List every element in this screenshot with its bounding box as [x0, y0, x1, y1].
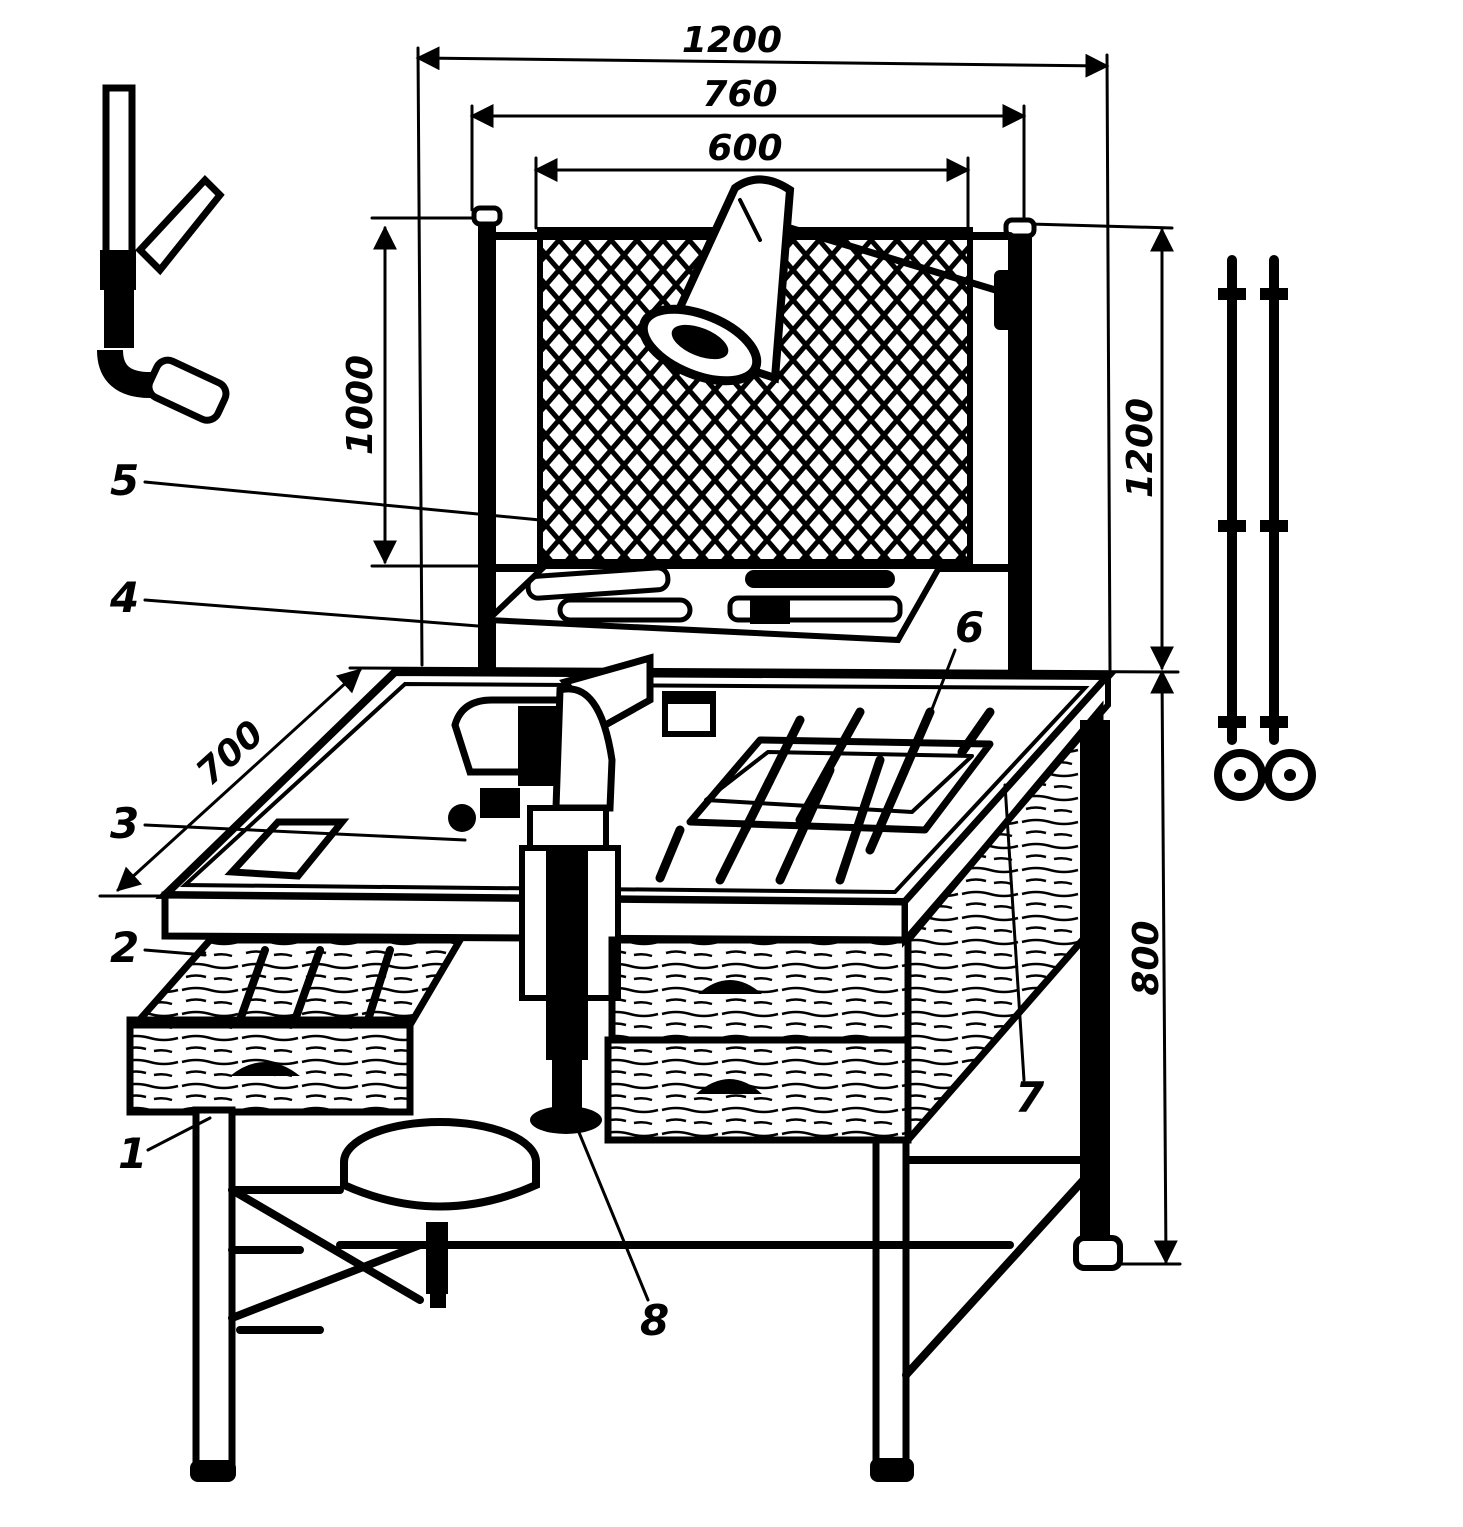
dimension-lines: [98, 46, 1182, 1266]
vise: [448, 653, 654, 832]
callout-6: 6: [955, 603, 984, 652]
callout-2: 2: [110, 923, 139, 972]
dimension-label-screen-height: 1000: [340, 355, 381, 455]
dimension-label-width-mid: 760: [702, 74, 777, 115]
dimension-label-width-outer: 1200: [682, 20, 782, 61]
gas-torch: [97, 84, 230, 424]
callout-3: 3: [110, 799, 139, 848]
callout-5: 5: [110, 456, 139, 505]
vise-column: [519, 805, 621, 1134]
dimension-label-frame-height: 1200: [1120, 398, 1161, 498]
callout-7: 7: [1015, 1073, 1045, 1122]
open-drawer: [126, 936, 467, 1116]
callout-leaders: [143, 480, 1026, 1302]
callout-1: 1: [118, 1129, 147, 1178]
tool-shelf: [480, 563, 946, 644]
crossbars: [228, 1156, 1092, 1379]
tool-rack: [655, 707, 995, 885]
callout-8: 8: [640, 1296, 669, 1345]
drawer-cabinet: [604, 700, 1104, 1150]
dimension-label-table-depth: 700: [189, 713, 272, 794]
dimension-label-table-height: 800: [1126, 920, 1167, 995]
dimension-label-width-inner: 600: [707, 128, 782, 169]
lamp: [638, 175, 1024, 386]
stool: [340, 1118, 540, 1308]
spring-rods: [1214, 255, 1316, 801]
callout-4: 4: [109, 573, 139, 622]
